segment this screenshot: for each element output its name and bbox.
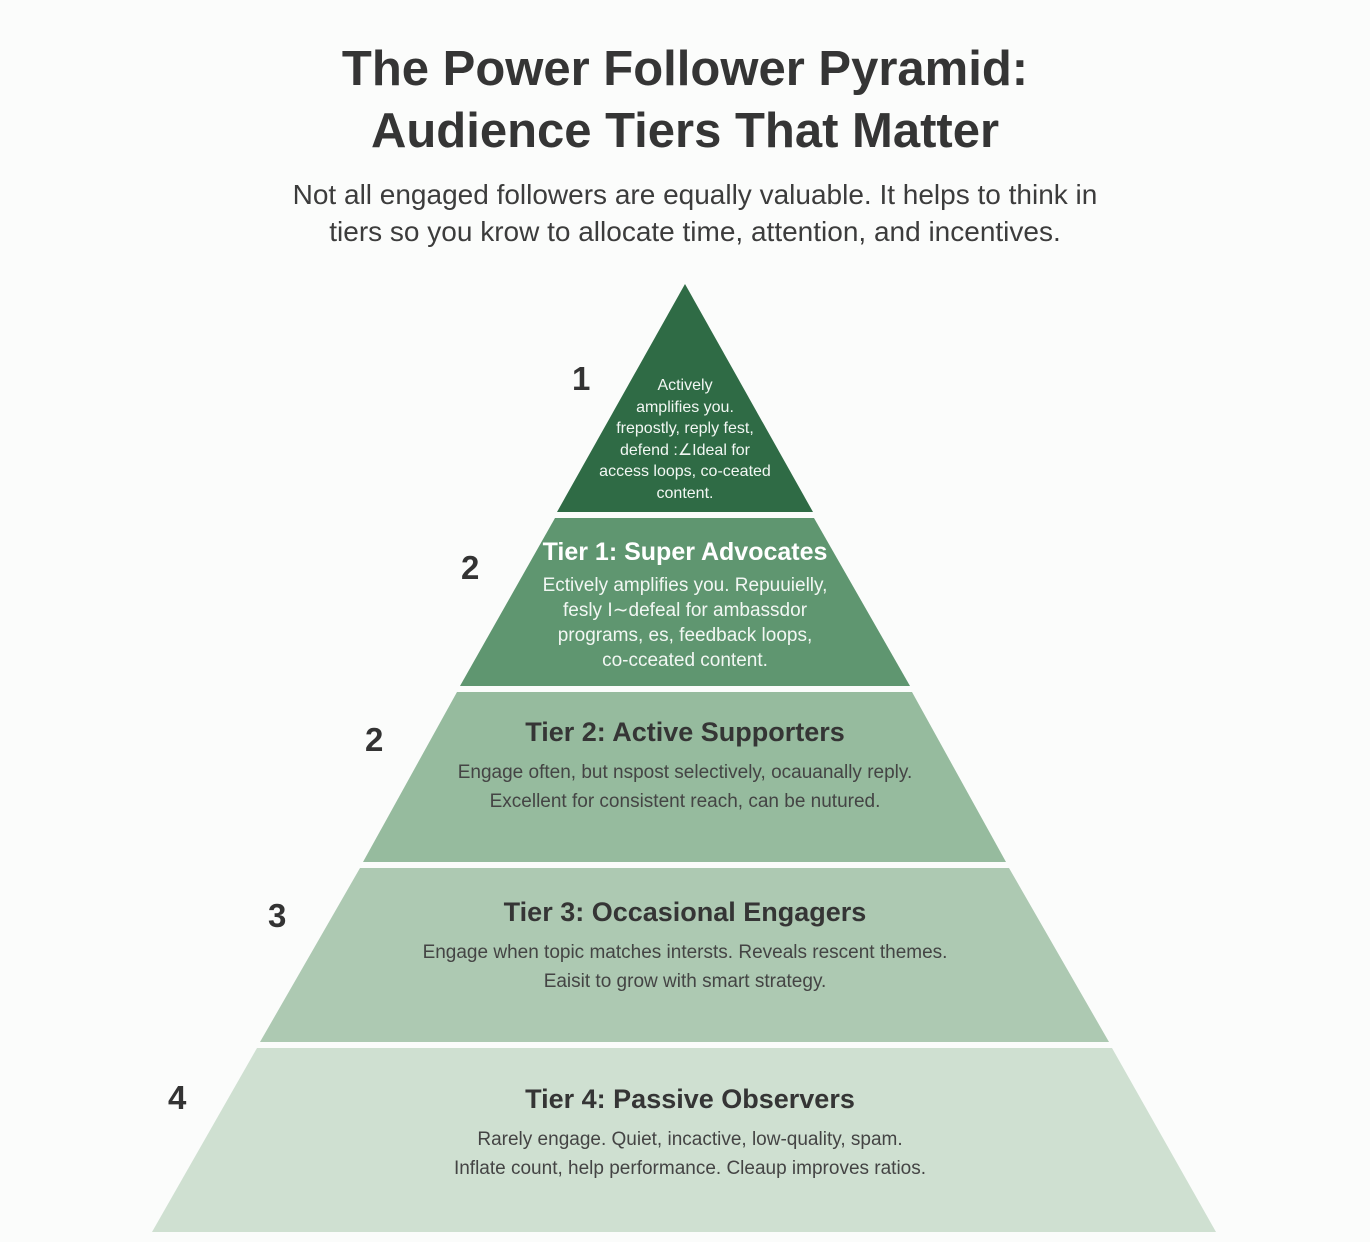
diagram-title: The Power Follower Pyramid: Audience Tie… <box>0 38 1370 162</box>
tier-3-label: Tier 3: Occasional Engagers Engage when … <box>345 895 1025 996</box>
tier-3-number: 3 <box>268 897 287 934</box>
tier-2-desc-line: Excellent for consistent reach, can be n… <box>489 791 881 812</box>
pyramid-layer-3-shape <box>363 692 1006 862</box>
apex-desc-line: defend :∠Ideal for <box>620 441 750 459</box>
apex-description: Actively amplifies you. frepostly, reply… <box>575 375 795 504</box>
tier-3-desc-line: Engage when topic matches intersts. Reve… <box>422 942 948 963</box>
tier-3-heading: Tier 3: Occasional Engagers <box>503 897 867 927</box>
apex-desc-line: content. <box>656 484 714 502</box>
diagram-subtitle: Not all engaged followers are equally va… <box>260 176 1130 250</box>
tier-2-heading: Tier 2: Active Supporters <box>525 717 845 747</box>
pyramid-layer-4-shape <box>260 868 1109 1042</box>
tier-1-label: Tier 1: Super Advocates Ectively amplifi… <box>505 535 865 673</box>
apex-desc-line: frepostly, reply fest, <box>616 420 754 437</box>
tier-2-number: 2 <box>365 721 384 758</box>
tier-2-description: Engage often, but nspost selectively, oc… <box>410 758 960 816</box>
tier-3-desc-line: Eaisit to grow with smart strategy. <box>543 971 827 992</box>
apex-desc-line: access loops, co-ceated <box>599 463 771 480</box>
tier-1-desc-line: fesly I∼defeal for ambassdor <box>562 600 808 621</box>
tier-2-desc-line: Engage often, but nspost selectively, oc… <box>457 762 913 783</box>
subtitle-line-2: tiers so you krow to allocate time, atte… <box>329 216 1061 247</box>
tier-4-description: Rarely engage. Quiet, incactive, low-qua… <box>340 1125 1040 1183</box>
apex-number: 1 <box>572 360 591 397</box>
apex-label: Actively amplifies you. frepostly, reply… <box>575 375 795 504</box>
tier-1-number: 2 <box>461 549 480 586</box>
tier-4-number: 4 <box>168 1079 187 1116</box>
pyramid-layer-2-shape <box>460 518 910 686</box>
tier-1-heading: Tier 1: Super Advocates <box>542 538 828 566</box>
tier-1-desc-line: programs, es, feedback loops, <box>557 625 813 646</box>
title-line-1: The Power Follower Pyramid: <box>341 42 1029 96</box>
tier-2-label: Tier 2: Active Supporters Engage often, … <box>410 715 960 816</box>
pyramid-layer-5-shape <box>152 1048 1216 1232</box>
tier-4-desc-line: Inflate count, help performance. Cleaup … <box>453 1158 927 1179</box>
tier-1-description: Ectively amplifies you. Repuuielly, fesl… <box>505 573 865 673</box>
tier-4-desc-line: Rarely engage. Quiet, incactive, low-qua… <box>477 1129 903 1150</box>
tier-4-label: Tier 4: Passive Observers Rarely engage.… <box>340 1082 1040 1183</box>
pyramid-apex-shape <box>557 284 813 512</box>
tier-1-desc-line: co-cceated content. <box>602 650 768 671</box>
tier-3-description: Engage when topic matches intersts. Reve… <box>345 938 1025 996</box>
apex-desc-line: Actively <box>657 377 713 394</box>
tier-4-heading: Tier 4: Passive Observers <box>525 1084 855 1114</box>
subtitle-line-1: Not all engaged followers are equally va… <box>292 179 1098 210</box>
apex-desc-line: amplifies you. <box>636 398 734 416</box>
tier-1-desc-line: Ectively amplifies you. Repuuielly, <box>542 575 828 596</box>
title-line-2: Audience Tiers That Matter <box>370 104 1000 158</box>
